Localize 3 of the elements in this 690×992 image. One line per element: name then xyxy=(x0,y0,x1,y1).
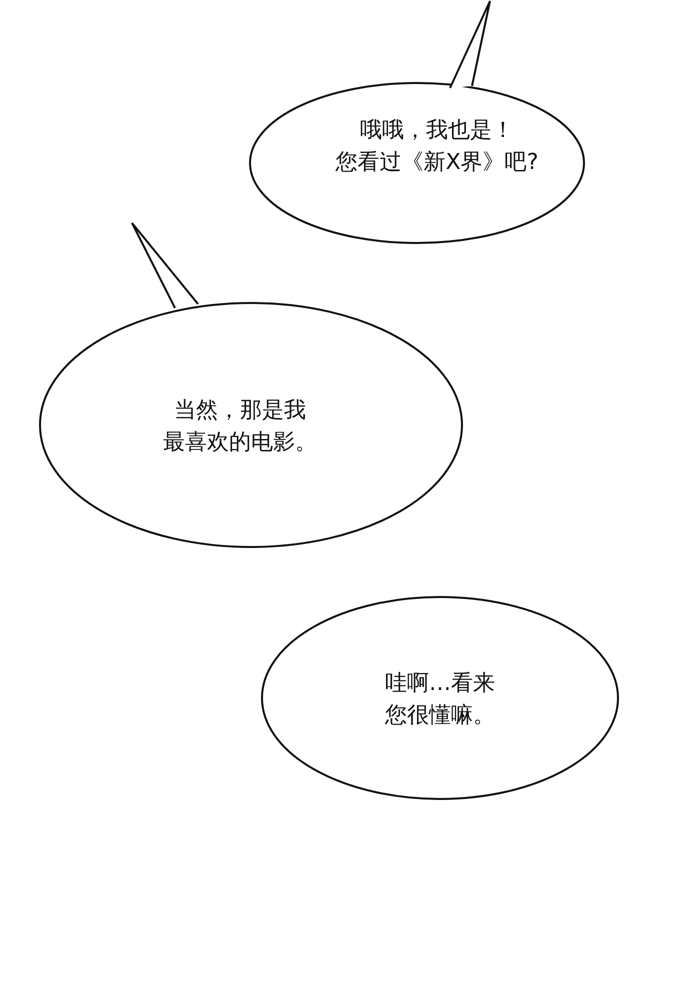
dialogue-text: 哦哦，我也是！您看过《新X界》吧? xyxy=(336,117,538,177)
dialogue-text: 当然，那是我最喜欢的电影。 xyxy=(163,397,317,457)
dialogue-text: 哇啊…看来您很懂嘛。 xyxy=(385,670,495,730)
